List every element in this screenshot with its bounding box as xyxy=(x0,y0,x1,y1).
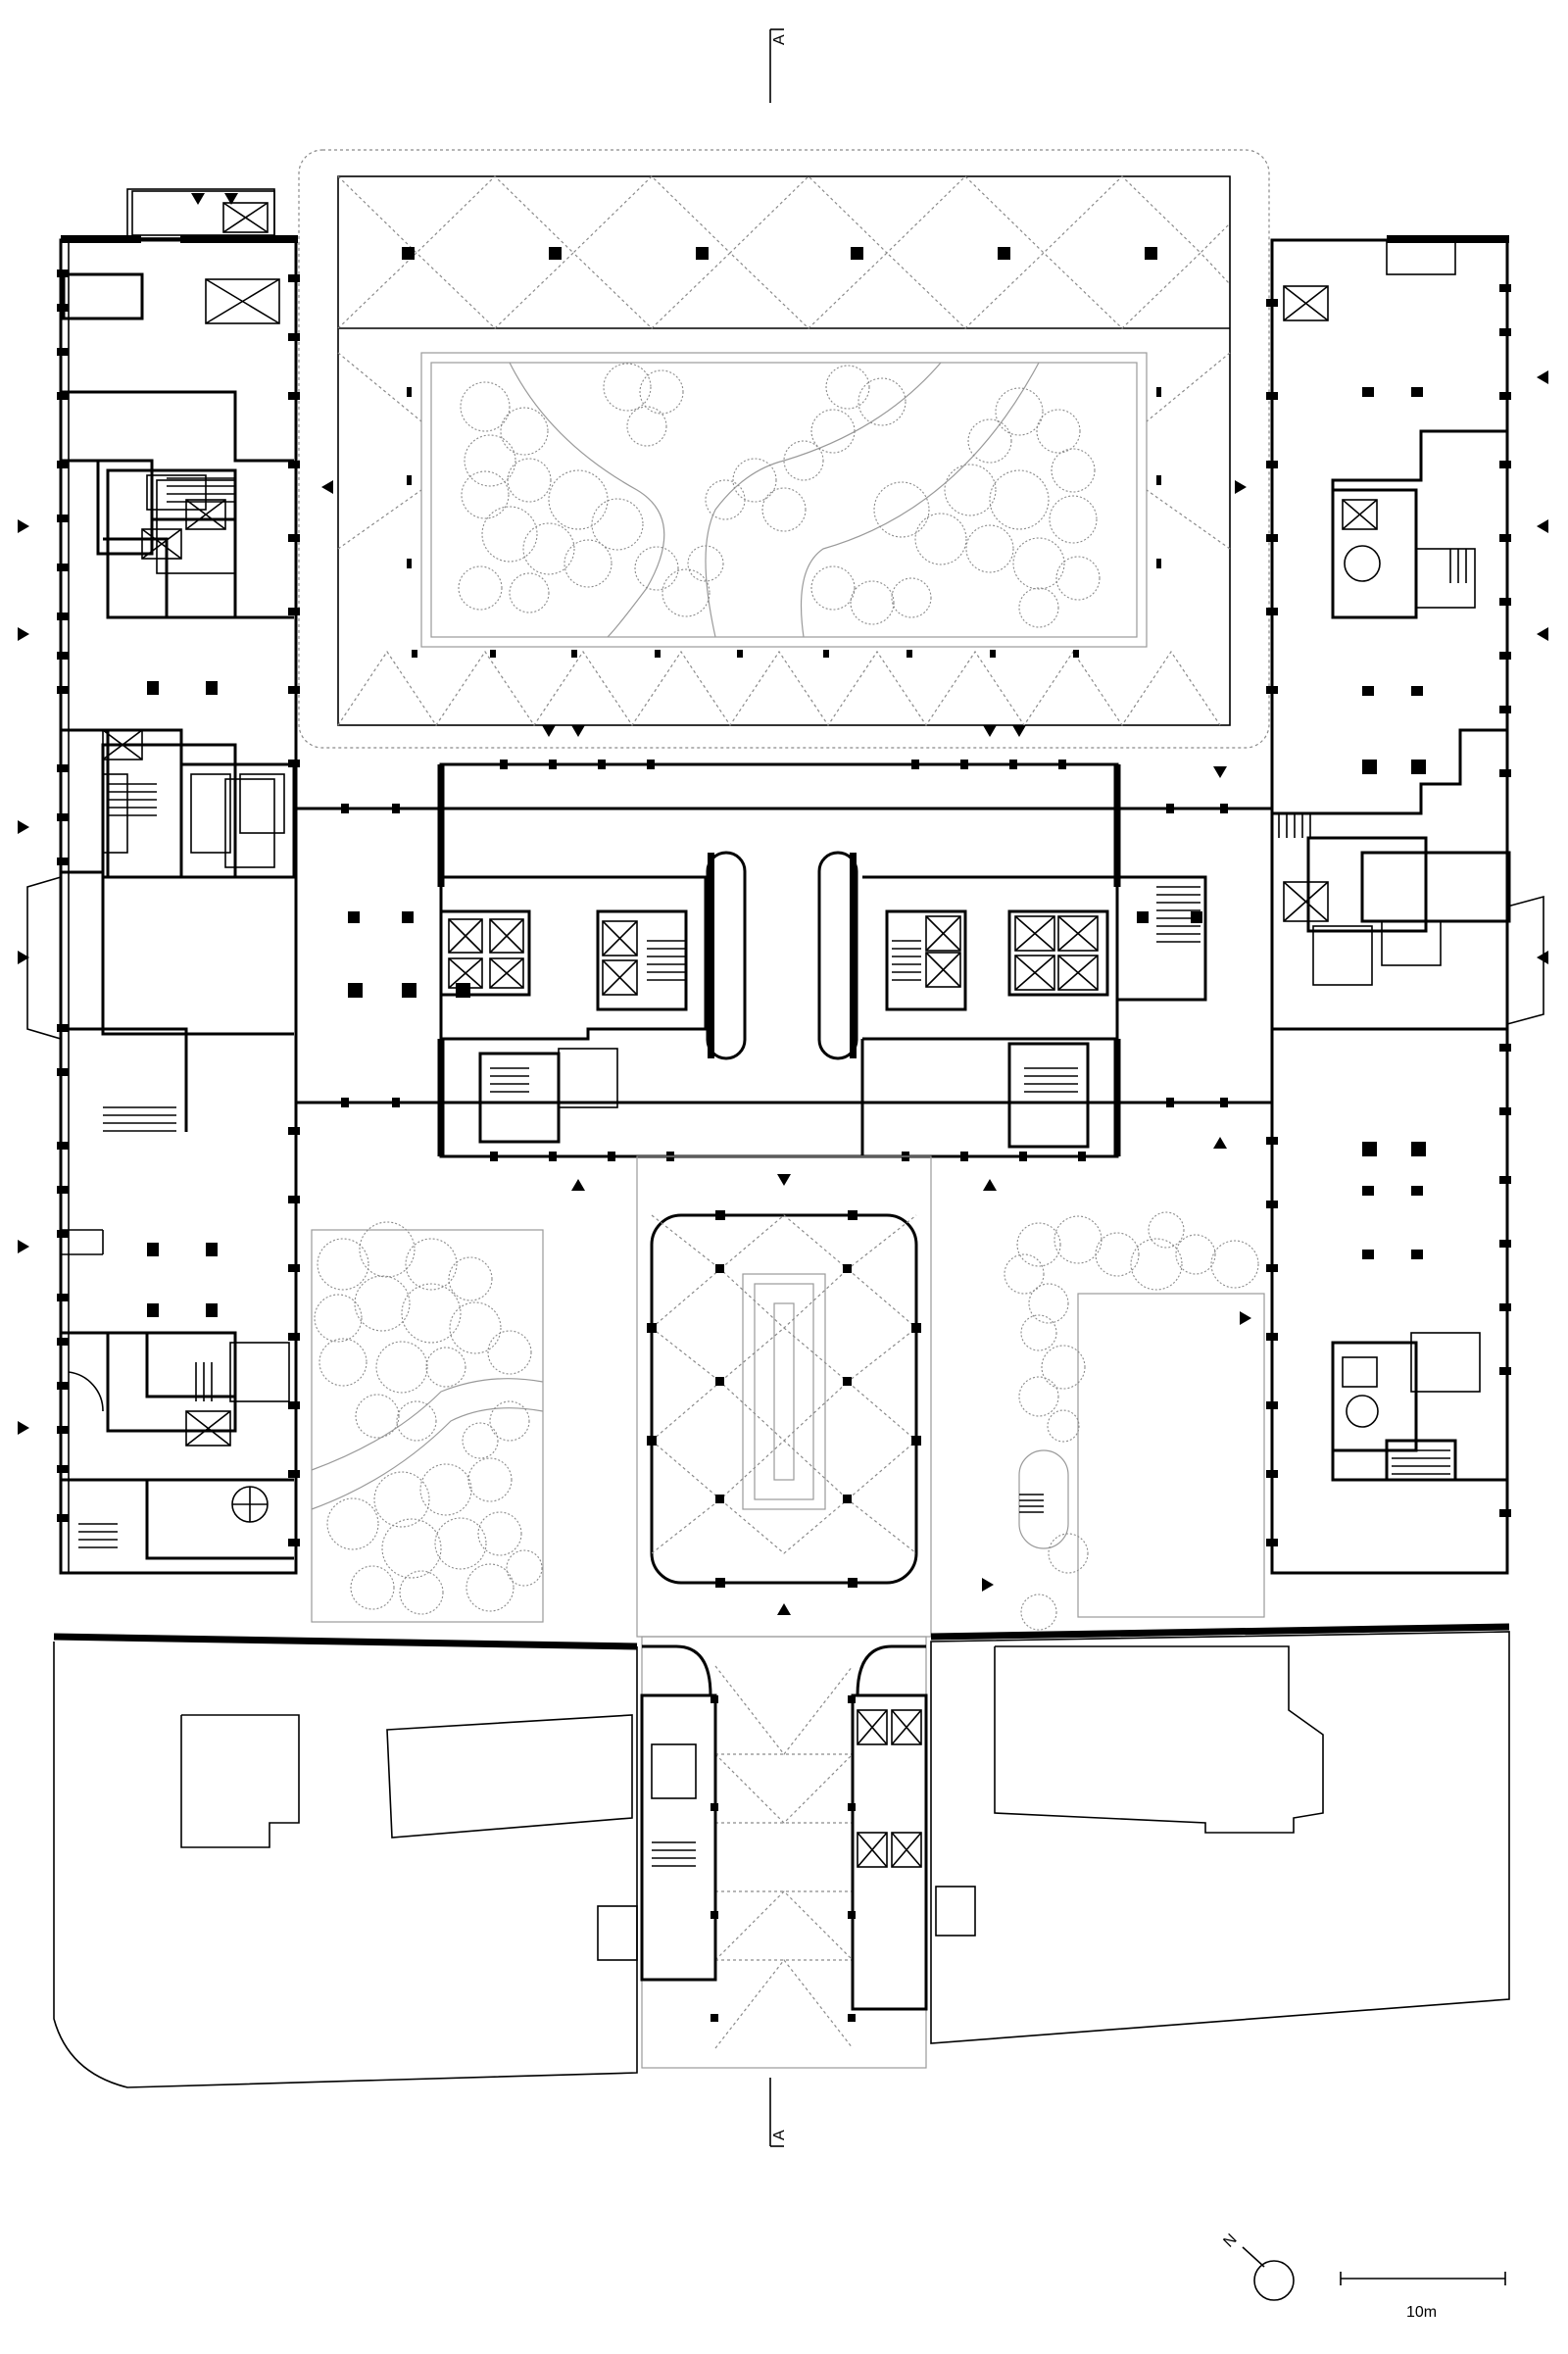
north-arrow: N xyxy=(1220,2231,1295,2301)
boundary-wall-east xyxy=(930,1623,1510,1641)
right-stairs-1 xyxy=(1449,549,1467,583)
southeast-garden xyxy=(1004,1211,1265,1631)
central-block-posts xyxy=(341,760,1228,1161)
tree-cluster-north xyxy=(458,363,1101,628)
se-garden-steps xyxy=(1019,1494,1044,1513)
center-right-stairs xyxy=(892,940,1078,1093)
scale-bar-label: 10m xyxy=(1406,2304,1437,2321)
central-block xyxy=(294,760,1274,1161)
south-passage-stairs xyxy=(652,1841,696,1867)
north-arrow-label: N xyxy=(1220,2231,1240,2251)
right-facade-piers xyxy=(1266,284,1511,1546)
section-label-top: A xyxy=(771,34,788,45)
left-stairs-1 xyxy=(103,469,235,1132)
section-marker-bottom: A xyxy=(769,2078,788,2147)
left-facade-piers xyxy=(57,270,300,1546)
south-canopy xyxy=(636,1155,932,1638)
southwest-garden xyxy=(311,1221,544,1623)
right-stairs-2 xyxy=(1278,813,1311,838)
right-stairs-3 xyxy=(1392,1449,1450,1475)
section-label-bottom: A xyxy=(771,2130,788,2140)
left-top-entry xyxy=(131,190,275,236)
left-wing xyxy=(26,188,300,1575)
scale-bar: 10m xyxy=(1340,2272,1506,2321)
center-left-stairs xyxy=(490,940,686,1093)
left-stairs-2 xyxy=(78,1362,213,1548)
section-marker-top: A xyxy=(769,28,788,103)
south-entry-passage xyxy=(640,1636,928,2069)
north-courtyard xyxy=(298,149,1270,749)
entry-arrows xyxy=(18,193,1548,1615)
neighbouring-plots xyxy=(53,1631,1510,2088)
boundary-wall-west xyxy=(53,1633,638,1650)
right-wing xyxy=(1266,235,1544,1575)
center-east-stairs xyxy=(1156,886,1200,943)
